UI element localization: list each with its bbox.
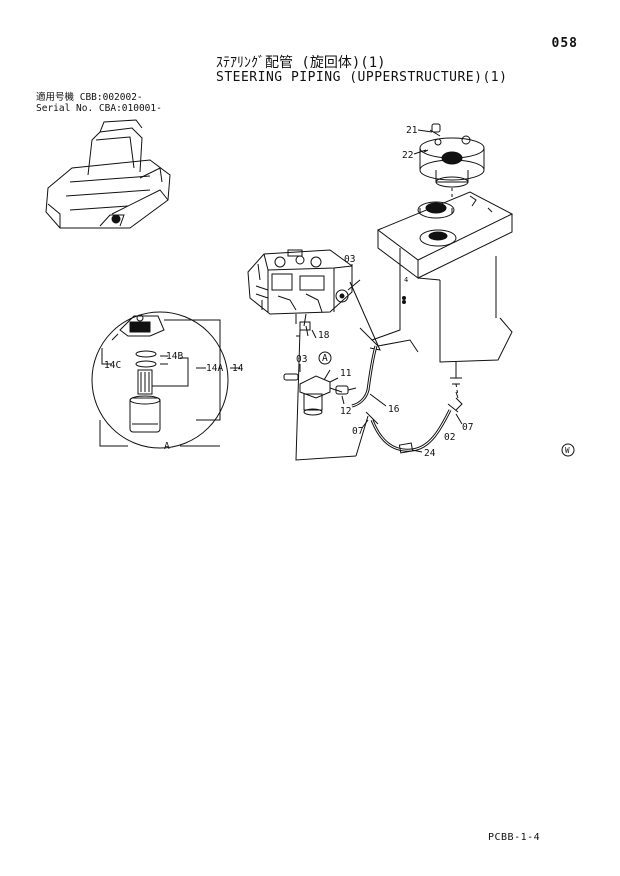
callout-14C: 14C: [104, 360, 121, 371]
callout-12: 12: [340, 406, 351, 417]
callout-11: 11: [340, 368, 352, 379]
callout-21: 21: [406, 125, 418, 136]
excavator-illustration: [45, 119, 171, 229]
callout-02: 02: [444, 432, 455, 443]
line-filter: [283, 369, 357, 416]
callout-18: 18: [318, 330, 330, 341]
page-number: 058: [551, 36, 578, 51]
callout-03-upper: 03: [344, 254, 355, 265]
callout-14A: 14A: [206, 363, 223, 374]
callout-24: 24: [424, 448, 436, 459]
title-english: STEERING PIPING (UPPERSTRUCTURE)(1): [216, 70, 508, 85]
callout-14: 14: [232, 363, 244, 374]
detail-view-A: [91, 311, 240, 449]
serial-line-ja: 適用号機 CBB:002002-: [36, 92, 143, 103]
callout-16: 16: [388, 404, 400, 415]
callout-A-detail: A: [164, 441, 170, 452]
callout-22: 22: [402, 150, 413, 161]
leader-lines: [305, 264, 381, 351]
pump-assembly: [247, 249, 361, 331]
hose-02: [365, 391, 463, 454]
serial-line-en: Serial No. CBA:010001-: [36, 103, 162, 114]
serial-applicability: 適用号機 CBB:002002- Serial No. CBA:010001-: [36, 92, 162, 114]
callout-14B: 14B: [166, 351, 183, 362]
hydraulic-tank: [359, 191, 514, 397]
hose-16: [351, 345, 378, 408]
title-japanese: ｽﾃｱﾘﾝｸﾞ配管 (旋回体)(1): [216, 55, 386, 71]
callout-4: 4: [404, 276, 408, 284]
callout-07-left: 07: [352, 426, 363, 437]
callout-03-lower: 03: [296, 354, 307, 365]
footer-code: PCBB-1-4: [488, 832, 541, 843]
callout-labels: 21 22 03 18 03 A 11 12 16 07 07 02 24 14…: [104, 125, 575, 459]
callout-07-right: 07: [462, 422, 473, 433]
callout-A-circle: A: [322, 353, 328, 364]
swivel-joint: [419, 123, 485, 200]
callout-W: W: [565, 446, 570, 455]
